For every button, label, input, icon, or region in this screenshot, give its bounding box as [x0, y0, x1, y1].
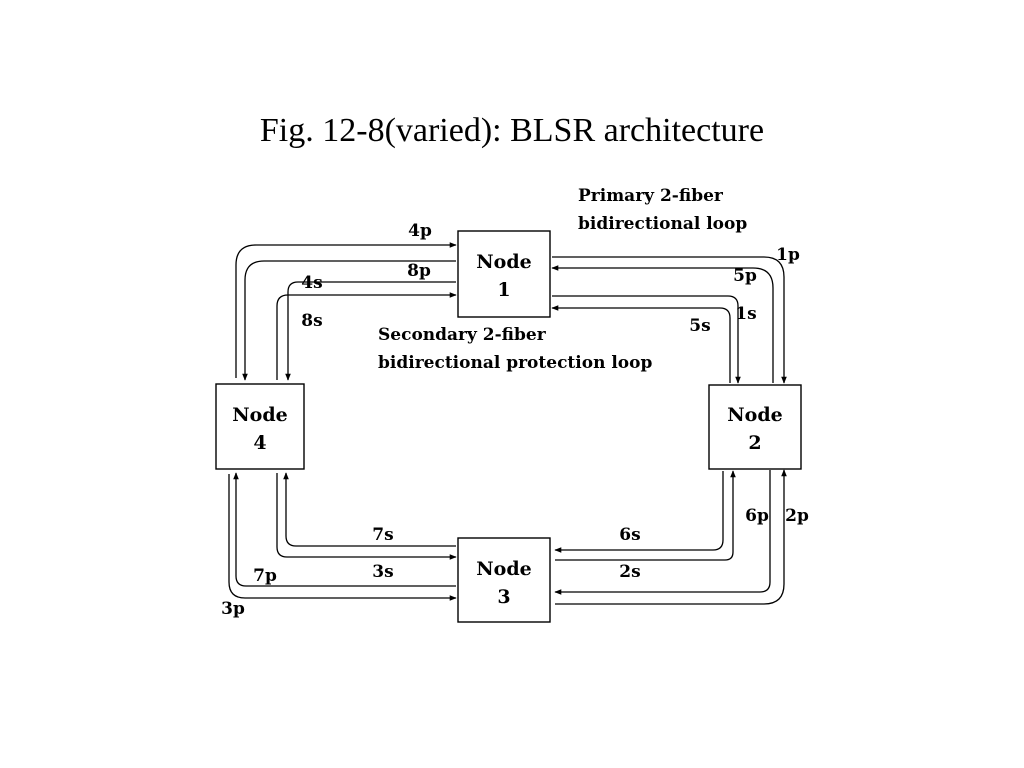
node-1: Node 1	[457, 230, 551, 318]
label-3s: 3s	[372, 562, 393, 582]
label-4s: 4s	[301, 273, 322, 293]
node-2: Node 2	[708, 384, 802, 470]
node-1-label: Node	[476, 251, 531, 273]
label-6s: 6s	[619, 525, 640, 545]
node-4-number: 4	[253, 432, 266, 454]
label-2s: 2s	[619, 562, 640, 582]
label-1s: 1s	[735, 304, 756, 324]
label-8p: 8p	[407, 261, 431, 281]
fiber-6s	[554, 471, 724, 553]
fiber-5p	[551, 265, 774, 383]
node-4-label: Node	[232, 404, 287, 426]
label-8s: 8s	[301, 311, 322, 331]
node-3-label: Node	[476, 558, 531, 580]
node-3: Node 3	[457, 537, 551, 623]
secondary-loop-note-line2: bidirectional protection loop	[378, 353, 652, 373]
node-2-number: 2	[748, 432, 761, 454]
fiber-6p	[554, 470, 771, 595]
fiber-8p	[242, 260, 456, 381]
fiber-5s	[551, 305, 731, 383]
node-1-number: 1	[497, 279, 510, 301]
slide-title: Fig. 12-8(varied): BLSR architecture	[259, 112, 765, 149]
label-6p: 6p	[745, 506, 769, 526]
fiber-4p	[235, 242, 457, 378]
fiber-3p	[228, 474, 457, 601]
node-4: Node 4	[215, 383, 305, 470]
fiber-2p	[555, 469, 787, 605]
label-2p: 2p	[785, 506, 809, 526]
fiber-1s	[552, 295, 741, 384]
primary-loop-note-line1: Primary 2-fiber	[578, 186, 724, 206]
label-1p: 1p	[776, 245, 800, 265]
label-4p: 4p	[408, 221, 432, 241]
secondary-loop-note-line1: Secondary 2-fiber	[378, 325, 547, 345]
node-2-label: Node	[727, 404, 782, 426]
label-7s: 7s	[372, 525, 393, 545]
fiber-8s	[285, 281, 456, 381]
node-3-number: 3	[497, 586, 510, 608]
primary-loop-note-line2: bidirectional loop	[578, 214, 747, 234]
label-7p: 7p	[253, 566, 277, 586]
label-5s: 5s	[689, 316, 710, 336]
fiber-7s	[283, 472, 456, 547]
label-3p: 3p	[221, 599, 245, 619]
fiber-1p	[552, 256, 787, 384]
label-5p: 5p	[733, 266, 757, 286]
fiber-7p	[233, 472, 456, 587]
fiber-3s	[276, 473, 457, 560]
fiber-2s	[555, 470, 736, 561]
